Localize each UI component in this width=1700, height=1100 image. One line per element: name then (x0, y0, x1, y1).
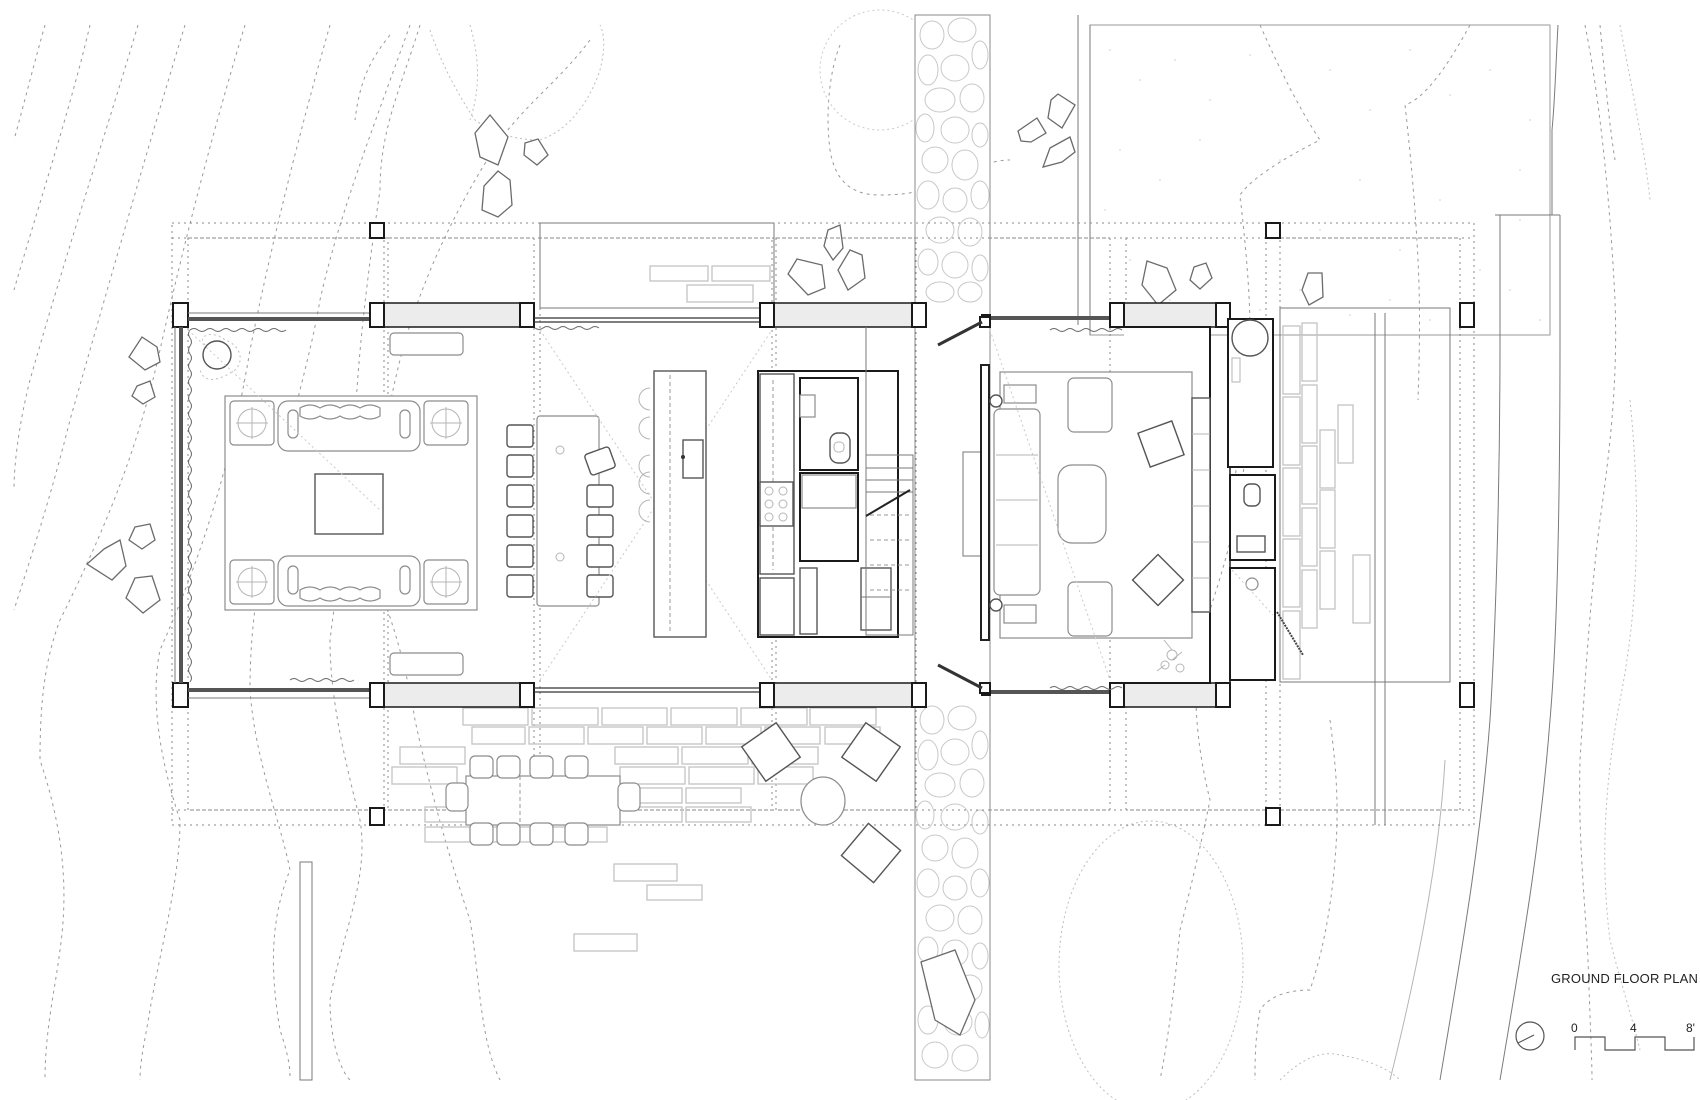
entry-canopy (539, 222, 775, 309)
tree-canopy (1058, 820, 1244, 1100)
driveway (1389, 24, 1561, 1081)
title-block: GROUND FLOOR PLAN 0 4 8' (1515, 971, 1698, 1051)
boulders (85, 93, 1324, 1036)
north-pavers (649, 265, 771, 303)
west-living-room (199, 332, 478, 676)
exterior-columns (369, 222, 1475, 826)
scale-bar: 0 4 8' (1571, 1021, 1695, 1051)
north-arrow-circle-icon (1515, 1021, 1545, 1051)
east-bathroom (1227, 318, 1304, 681)
terrace-pavers (391, 707, 881, 952)
lawn-stipple (1104, 49, 1541, 321)
contour-lines-north (827, 24, 1651, 481)
scale-label-4: 4 (1630, 1021, 1637, 1035)
kitchen-island (638, 370, 707, 638)
contour-lines-east (1159, 24, 1641, 1081)
curtains (188, 326, 1123, 690)
scale-label-8: 8' (1686, 1021, 1695, 1035)
dining-area (187, 329, 773, 681)
east-deck-pavers (1279, 307, 1451, 825)
service-core (757, 327, 914, 638)
scale-label-0: 0 (1571, 1021, 1578, 1035)
east-living-room (962, 329, 1211, 681)
lawn-north (1077, 15, 1551, 336)
drawing-title: GROUND FLOOR PLAN (1551, 971, 1698, 986)
terrace-furniture (445, 721, 902, 884)
entry-doors (937, 316, 991, 694)
site-wall (299, 861, 313, 1081)
